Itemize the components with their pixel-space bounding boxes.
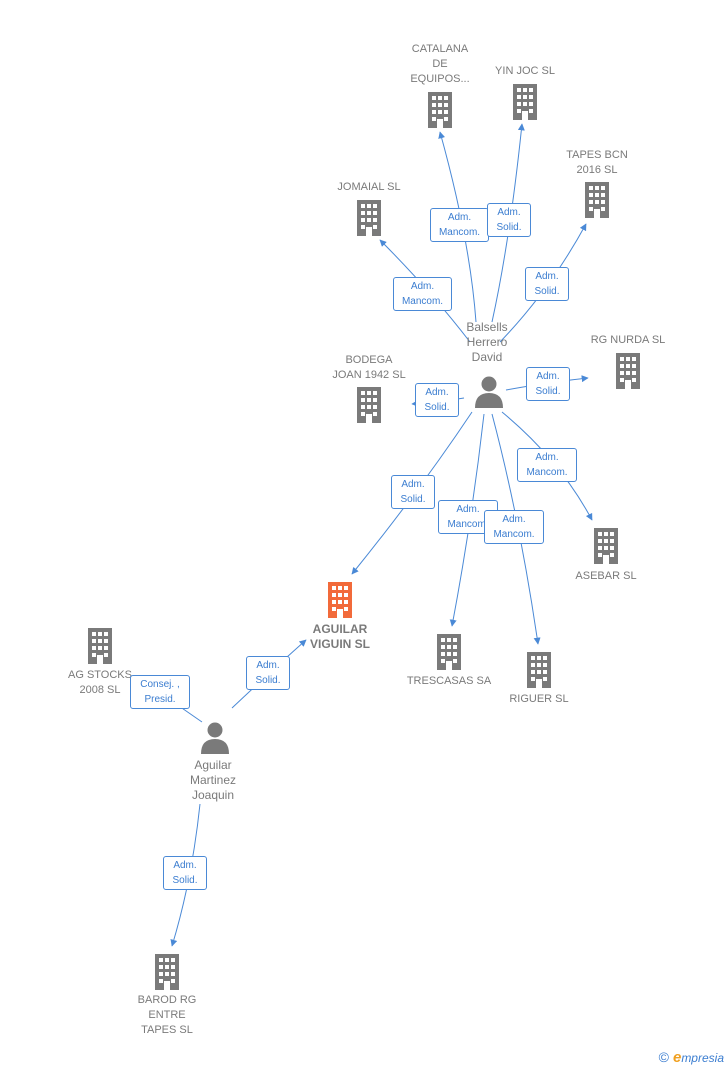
- relation-label: Adm. Mancom.: [517, 448, 577, 482]
- person-icon: [201, 722, 229, 754]
- company-label: AGUILAR VIGUIN SL: [309, 622, 370, 651]
- company-label: CATALANA DE EQUIPOS...: [410, 43, 470, 85]
- building-icon: [357, 387, 381, 423]
- building-icon: [594, 528, 618, 564]
- relation-label: Adm. Solid.: [487, 203, 531, 237]
- relation-label: Adm. Solid.: [246, 656, 290, 690]
- building-icon: [513, 84, 537, 120]
- building-icon: [155, 954, 179, 990]
- company-label: YIN JOC SL: [495, 65, 555, 77]
- relation-label: Adm. Solid.: [526, 367, 570, 401]
- company-label: RG NURDA SL: [590, 334, 666, 346]
- company-label: BODEGA JOAN 1942 SL: [332, 354, 406, 381]
- relation-label: Adm. Solid.: [525, 267, 569, 301]
- relation-label: Adm. Mancom.: [430, 208, 489, 242]
- company-label: ASEBAR SL: [575, 570, 637, 582]
- building-icon: [585, 182, 609, 218]
- copyright-icon: ©: [658, 1049, 669, 1065]
- brand-e: e: [672, 1049, 682, 1066]
- relation-label: Consej. , Presid.: [130, 675, 190, 709]
- company-label: RIGUER SL: [509, 693, 569, 705]
- relation-label: Adm. Solid.: [391, 475, 435, 509]
- company-label: TAPES BCN 2016 SL: [566, 149, 628, 176]
- relation-label: Adm. Mancom.: [484, 510, 544, 544]
- brand-name: mpresia: [681, 1051, 724, 1065]
- building-icon: [437, 634, 461, 670]
- footer-brand: ©empresia: [659, 1049, 724, 1066]
- building-icon: [357, 200, 381, 236]
- company-label: AG STOCKS 2008 SL: [68, 669, 132, 696]
- building-icon: [527, 652, 551, 688]
- building-icon: [88, 628, 112, 664]
- company-label: TRESCASAS SA: [406, 675, 492, 687]
- company-label: JOMAIAL SL: [337, 181, 401, 193]
- relation-label: Adm. Mancom.: [393, 277, 452, 311]
- building-icon: [428, 92, 452, 128]
- person-label: Aguilar Martinez Joaquin: [189, 758, 236, 802]
- building-icon: [328, 582, 352, 618]
- relation-label: Adm. Solid.: [163, 856, 207, 890]
- person-label: Balsells Herrero David: [466, 320, 508, 364]
- company-label: BAROD RG ENTRE TAPES SL: [137, 994, 197, 1036]
- relation-label: Adm. Solid.: [415, 383, 459, 417]
- person-icon: [475, 376, 503, 408]
- building-icon: [616, 353, 640, 389]
